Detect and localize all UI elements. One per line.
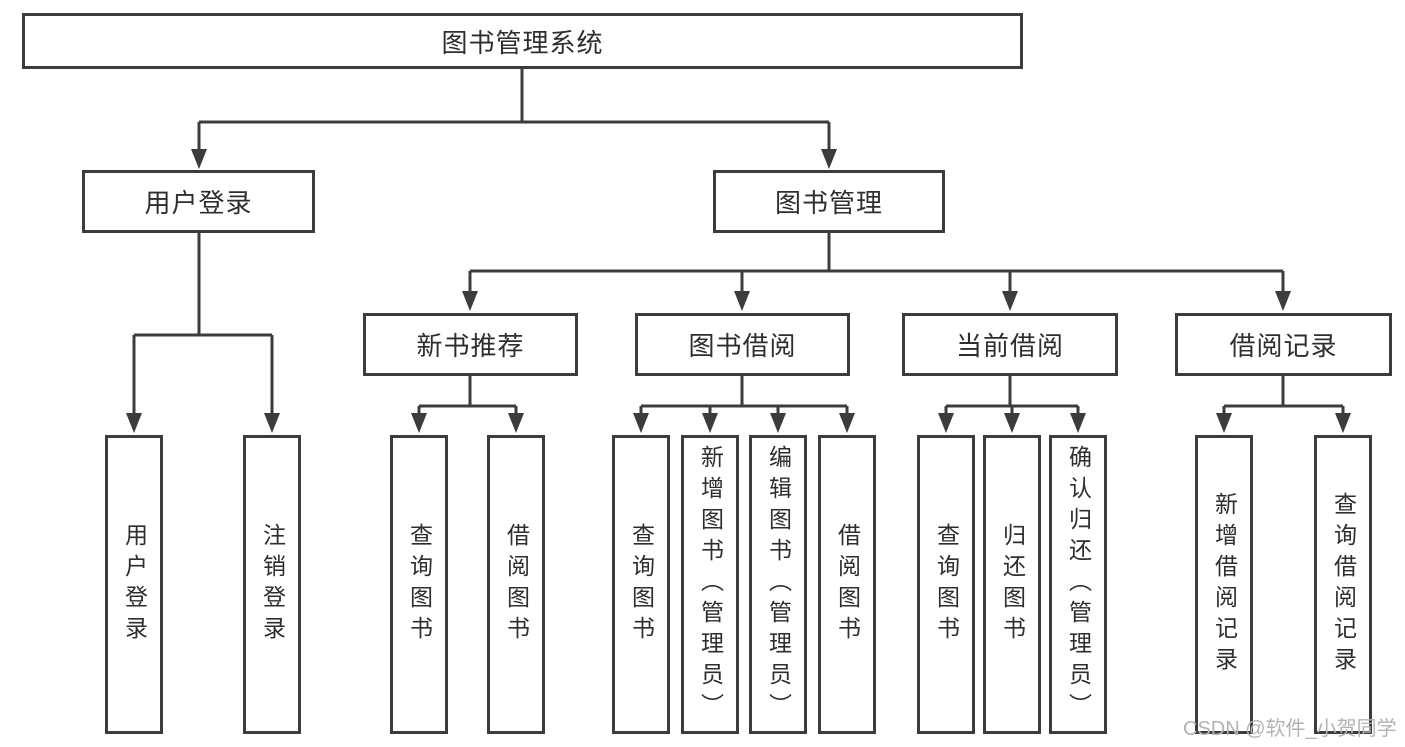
node-current-borrow: 当前借阅 — [902, 313, 1118, 376]
node-user-login-label: 用户登录 — [144, 188, 253, 218]
leaf-query-books-2: 查询图书 — [612, 435, 670, 734]
node-book-borrow: 图书借阅 — [635, 313, 850, 376]
arrowheads — [126, 149, 1351, 433]
leaf-edit-book-admin: 编辑图书（管理员） — [749, 435, 807, 734]
leaf-borrow-books-1-label: 借阅图书 — [503, 522, 530, 647]
leaf-user-login-label: 用户登录 — [121, 522, 148, 647]
leaf-edit-book-admin-label: 编辑图书（管理员） — [765, 445, 792, 724]
leaf-confirm-return-admin-label: 确认归还（管理员） — [1065, 445, 1092, 724]
node-current-borrow-label: 当前借阅 — [955, 331, 1064, 361]
leaf-borrow-books-2-label: 借阅图书 — [834, 522, 861, 647]
node-new-book-recommend: 新书推荐 — [363, 313, 578, 376]
node-book-management-label: 图书管理 — [774, 188, 883, 218]
leaf-return-book: 归还图书 — [983, 435, 1041, 734]
leaf-confirm-return-admin: 确认归还（管理员） — [1049, 435, 1107, 734]
node-root-label: 图书管理系统 — [441, 27, 604, 58]
leaf-query-books-2-label: 查询图书 — [628, 522, 655, 647]
csdn-watermark: CSDN @软件_小贺同学 — [1183, 718, 1397, 740]
leaf-logout-label: 注销登录 — [259, 522, 286, 647]
leaf-add-book-admin-label: 新增图书（管理员） — [697, 445, 724, 724]
leaf-add-borrow-record: 新增借阅记录 — [1195, 435, 1253, 734]
leaf-query-books-1: 查询图书 — [390, 435, 448, 734]
connector-new-book-recommend — [417, 376, 518, 416]
node-new-book-recommend-label: 新书推荐 — [416, 331, 525, 361]
connector-root — [197, 69, 831, 152]
node-borrow-records-label: 借阅记录 — [1229, 331, 1338, 361]
node-book-borrow-label: 图书借阅 — [688, 331, 797, 361]
leaf-query-books-3: 查询图书 — [917, 435, 975, 734]
leaf-borrow-books-1: 借阅图书 — [487, 435, 545, 734]
leaf-add-book-admin: 新增图书（管理员） — [681, 435, 739, 734]
node-root: 图书管理系统 — [22, 13, 1023, 69]
leaf-user-login: 用户登录 — [105, 435, 163, 734]
leaf-query-books-3-label: 查询图书 — [933, 522, 960, 647]
leaf-logout: 注销登录 — [243, 435, 301, 734]
node-book-management: 图书管理 — [713, 170, 945, 233]
connector-book-borrow — [639, 376, 849, 416]
connector-current-borrow — [944, 376, 1080, 416]
node-borrow-records: 借阅记录 — [1175, 313, 1392, 376]
connector-book-management — [468, 233, 1285, 293]
node-user-login: 用户登录 — [82, 170, 315, 233]
leaf-query-borrow-record-label: 查询借阅记录 — [1330, 491, 1357, 678]
leaf-add-borrow-record-label: 新增借阅记录 — [1211, 491, 1238, 678]
leaf-query-borrow-record: 查询借阅记录 — [1314, 435, 1372, 734]
connector-user-login — [132, 233, 274, 415]
leaf-query-books-1-label: 查询图书 — [406, 522, 433, 647]
leaf-return-book-label: 归还图书 — [999, 522, 1026, 647]
connector-borrow-records — [1222, 376, 1345, 416]
leaf-borrow-books-2: 借阅图书 — [818, 435, 876, 734]
